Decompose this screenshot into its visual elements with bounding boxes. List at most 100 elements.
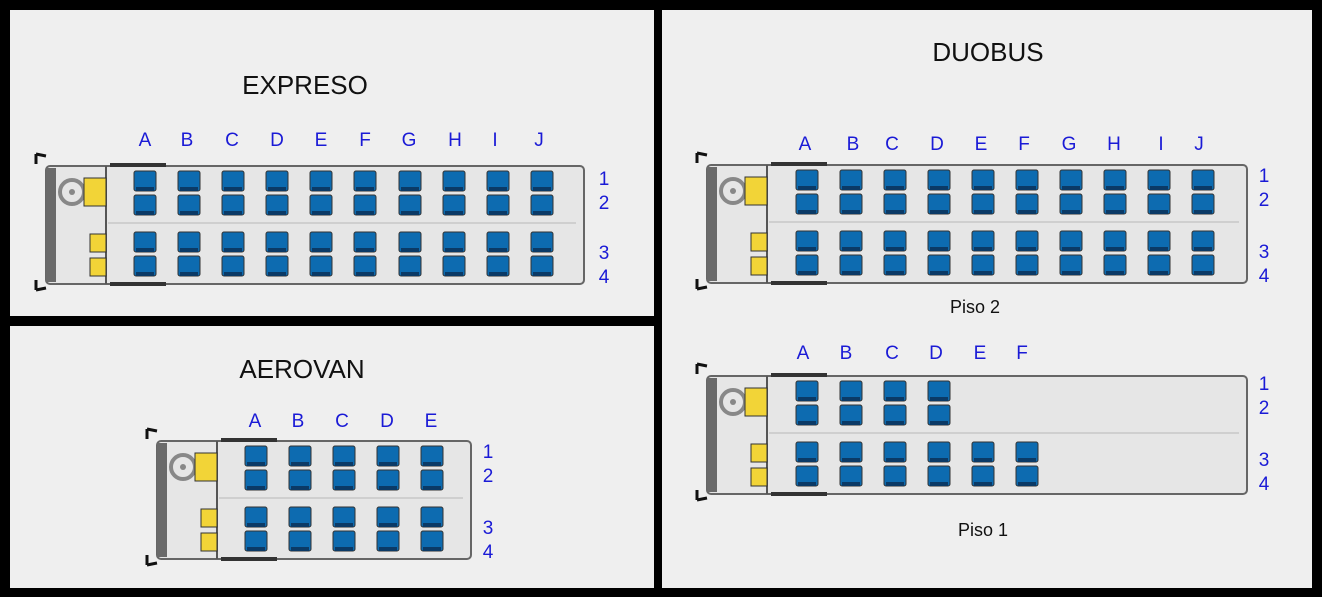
duobus-piso2-seat-row4-edge bbox=[1018, 271, 1036, 275]
duobus-piso2-seat-row4-edge bbox=[886, 271, 904, 275]
expreso-seat-row2-edge bbox=[533, 211, 551, 215]
expreso-seat-row4-edge bbox=[180, 272, 198, 276]
duobus-piso2-column-label: J bbox=[1194, 134, 1204, 155]
duobus-piso2-row-label: 4 bbox=[1258, 266, 1270, 287]
duobus-piso1-seat-row2-edge bbox=[798, 421, 816, 425]
duobus-piso1-seat-row4-edge bbox=[842, 482, 860, 486]
aerovan-seat-row1-edge bbox=[423, 462, 441, 466]
duobus-piso2-seat-row1-edge bbox=[1150, 186, 1168, 190]
duobus-piso1-seat-row1-edge bbox=[842, 397, 860, 401]
duobus-piso2-crew-seat bbox=[750, 232, 768, 252]
expreso-row-label: 3 bbox=[598, 243, 610, 264]
expreso-seat-row4-edge bbox=[224, 272, 242, 276]
duobus-piso2-crew-seat bbox=[750, 256, 768, 276]
expreso-title: EXPRESO bbox=[242, 70, 368, 100]
aerovan-steering-hub bbox=[180, 464, 186, 470]
expreso-seat-row3-edge bbox=[533, 248, 551, 252]
expreso-seat-row2-edge bbox=[180, 211, 198, 215]
expreso-seat-row1-edge bbox=[268, 187, 286, 191]
duobus-piso2-bus bbox=[695, 151, 1248, 291]
expreso-door-bottom bbox=[110, 282, 166, 286]
aerovan-seat-row4-edge bbox=[291, 547, 309, 551]
expreso-seat-row1-edge bbox=[445, 187, 463, 191]
duobus-piso1-seat-row1-edge bbox=[798, 397, 816, 401]
aerovan-front bbox=[157, 443, 167, 557]
duobus-piso2-seat-row4-edge bbox=[842, 271, 860, 275]
duobus-piso2-seat-row3-edge bbox=[974, 247, 992, 251]
aerovan-row-label: 1 bbox=[482, 442, 494, 463]
duobus-piso1-column-label: A bbox=[796, 343, 810, 364]
duobus-piso2-column-label: B bbox=[846, 134, 860, 155]
duobus-piso1-seat-row4-edge bbox=[886, 482, 904, 486]
duobus-piso2-seat-row1-edge bbox=[1106, 186, 1124, 190]
duobus-floor-1-label: Piso 1 bbox=[957, 520, 1009, 540]
aerovan-seat-row2-edge bbox=[291, 486, 309, 490]
expreso-seat-row1-edge bbox=[533, 187, 551, 191]
expreso-seat-row4-edge bbox=[356, 272, 374, 276]
expreso-seat-row1-edge bbox=[180, 187, 198, 191]
expreso-column-label: E bbox=[314, 130, 328, 151]
duobus-piso2-seat-row3-edge bbox=[1018, 247, 1036, 251]
aerovan-seat-row2-edge bbox=[247, 486, 265, 490]
duobus-piso2-steering-hub bbox=[730, 188, 736, 194]
aerovan-crew-seat bbox=[200, 508, 218, 528]
expreso-column-label: H bbox=[448, 130, 462, 151]
duobus-piso1-seat-row4-edge bbox=[1018, 482, 1036, 486]
aerovan-column-label: A bbox=[248, 411, 262, 432]
duobus-piso2-seat-row1-edge bbox=[842, 186, 860, 190]
expreso-seat-row4-edge bbox=[401, 272, 419, 276]
expreso-seat-row1-edge bbox=[312, 187, 330, 191]
duobus-piso2-seat-row2-edge bbox=[842, 210, 860, 214]
duobus-piso2-front bbox=[707, 167, 717, 281]
duobus-piso2-seat-row4-edge bbox=[1150, 271, 1168, 275]
duobus-piso2-seat-row3-edge bbox=[1150, 247, 1168, 251]
expreso-column-label: J bbox=[534, 130, 544, 151]
duobus-piso2-seat-row3-edge bbox=[930, 247, 948, 251]
aerovan-seat-row3-edge bbox=[423, 523, 441, 527]
duobus-piso1-crew-seat bbox=[750, 467, 768, 487]
duobus-piso2-row-label: 2 bbox=[1258, 190, 1270, 211]
expreso-seat-row1-edge bbox=[489, 187, 507, 191]
duobus-piso1-row-label: 4 bbox=[1258, 474, 1270, 495]
duobus-piso1-seat-row2-edge bbox=[930, 421, 948, 425]
expreso-column-label: I bbox=[492, 130, 498, 151]
duobus-piso1-seat-row2-edge bbox=[842, 421, 860, 425]
expreso-seat-row4-edge bbox=[312, 272, 330, 276]
aerovan-seat-row4-edge bbox=[247, 547, 265, 551]
duobus-piso2-driver-seat bbox=[744, 176, 768, 206]
aerovan-seat-row3-edge bbox=[247, 523, 265, 527]
duobus-piso1-row-label: 2 bbox=[1258, 398, 1270, 419]
duobus-piso2-seat-row4-edge bbox=[1194, 271, 1212, 275]
duobus-piso2-seat-row4-edge bbox=[798, 271, 816, 275]
duobus-piso2-seat-row4-edge bbox=[1106, 271, 1124, 275]
expreso-mirror-top bbox=[34, 152, 47, 164]
duobus-piso2-seat-row1-edge bbox=[886, 186, 904, 190]
expreso-seat-row4-edge bbox=[489, 272, 507, 276]
duobus-piso2-seat-row3-edge bbox=[1062, 247, 1080, 251]
aerovan-mirror-top bbox=[145, 427, 158, 439]
expreso-column-label: C bbox=[225, 130, 239, 151]
expreso-seat-row1-edge bbox=[136, 187, 154, 191]
duobus-piso2-seat-row2-edge bbox=[798, 210, 816, 214]
aerovan-seat-row2-edge bbox=[379, 486, 397, 490]
duobus-piso1-column-label: B bbox=[839, 343, 853, 364]
expreso-seat-row3-edge bbox=[445, 248, 463, 252]
duobus-piso1-seat-row4-edge bbox=[798, 482, 816, 486]
aerovan-seat-row4-edge bbox=[335, 547, 353, 551]
duobus-piso2-seat-row2-edge bbox=[1106, 210, 1124, 214]
duobus-piso2-seat-row2-edge bbox=[930, 210, 948, 214]
expreso-seat-row3-edge bbox=[180, 248, 198, 252]
expreso-column-label: B bbox=[180, 130, 194, 151]
aerovan-column-label: D bbox=[380, 411, 394, 432]
duobus-piso2-seat-row3-edge bbox=[798, 247, 816, 251]
expreso-seat-row2-edge bbox=[224, 211, 242, 215]
duobus-piso2-row-label: 1 bbox=[1258, 166, 1270, 187]
duobus-piso1-seat-row4-edge bbox=[930, 482, 948, 486]
aerovan-mirror-bottom bbox=[145, 555, 158, 567]
duobus-piso2-column-label: F bbox=[1018, 134, 1030, 155]
duobus-piso2-mirror-top bbox=[695, 151, 708, 163]
aerovan-seat-row3-edge bbox=[379, 523, 397, 527]
aerovan-seat-row1-edge bbox=[379, 462, 397, 466]
duobus-piso2-seat-row2-edge bbox=[886, 210, 904, 214]
